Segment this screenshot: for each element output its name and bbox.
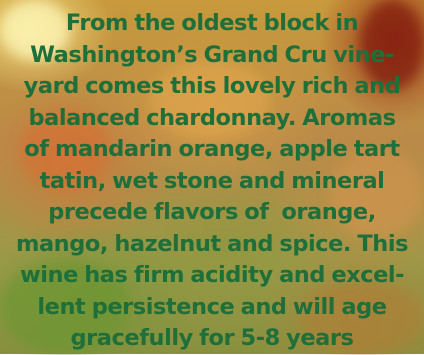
description-line: wine has firm acidity and excel- [19,262,405,288]
background-blotch [20,110,110,190]
background-blotch [0,260,130,354]
background-blotch [360,0,424,90]
background-blotch [330,150,424,240]
description-line: Washington’s Grand Cru vine- [30,41,394,68]
description-line: balanced chardonnay. Aromas [28,104,396,131]
background-blotch [150,60,270,140]
description-line: lent persistence and will age [37,293,387,320]
description-line: From the oldest block in [65,10,359,36]
background-blotch [300,280,424,354]
description-line: mango, hazelnut and spice. This [15,230,409,257]
description-line: of mandarin orange, apple tart [24,136,400,162]
description-line: precede flavors of orange, [48,199,376,225]
description-line: gracefully for 5-8 years [70,325,354,351]
description-line: yard comes this lovely rich and [23,73,401,99]
wine-description: From the oldest block in Washington’s Gr… [0,8,424,355]
description-line: tatin, wet stone and mineral [39,167,385,194]
background-blotch [0,0,70,60]
